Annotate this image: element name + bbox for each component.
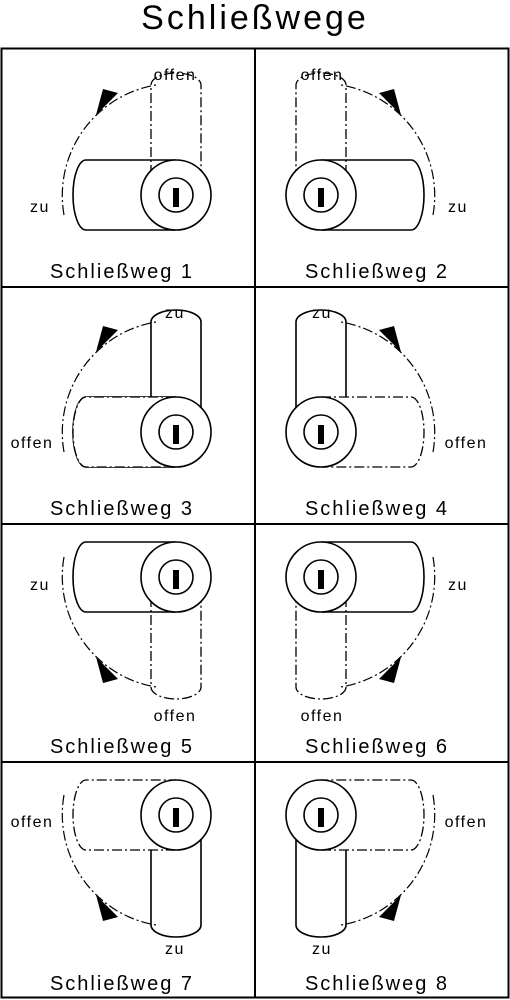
label-open: offen — [154, 67, 197, 84]
label-closed: zu — [30, 199, 50, 216]
panel-caption: Schließweg 5 — [50, 736, 194, 758]
label-open: offen — [11, 435, 54, 452]
panel-schliessweg-6: zu offen Schließweg 6 — [285, 541, 468, 758]
label-closed: zu — [312, 305, 332, 322]
panel-schliessweg-3: zu offen Schließweg 3 — [11, 305, 212, 520]
label-closed: zu — [30, 577, 50, 594]
label-open: offen — [445, 435, 488, 452]
label-closed: zu — [448, 577, 468, 594]
lock-cylinder — [140, 396, 212, 468]
label-closed: zu — [448, 199, 468, 216]
page-title: Schließwege — [141, 0, 369, 37]
lock-cylinder — [285, 779, 357, 851]
label-closed: zu — [312, 941, 332, 958]
lock-cylinder — [140, 779, 212, 851]
panel-schliessweg-2: offen zu Schließweg 2 — [285, 67, 468, 283]
lock-cylinder — [285, 541, 357, 613]
label-open: offen — [11, 814, 54, 831]
lock-cylinder — [285, 159, 357, 231]
label-open: offen — [301, 708, 344, 725]
lock-cylinder — [285, 396, 357, 468]
lock-cylinder — [140, 159, 212, 231]
panel-caption: Schließweg 2 — [305, 261, 449, 283]
panel-schliessweg-4: zu offen Schließweg 4 — [285, 305, 488, 520]
panel-schliessweg-5: zu offen Schließweg 5 — [30, 541, 212, 758]
panel-caption: Schließweg 7 — [50, 973, 194, 995]
label-closed: zu — [165, 305, 185, 322]
lock-cylinder — [140, 541, 212, 613]
label-open: offen — [154, 708, 197, 725]
panel-caption: Schließweg 8 — [305, 973, 449, 995]
panel-caption: Schließweg 4 — [305, 498, 449, 520]
label-open: offen — [445, 814, 488, 831]
panel-schliessweg-8: offen zu Schließweg 8 — [285, 779, 488, 995]
panel-schliessweg-1: offen zu Schließweg 1 — [30, 67, 212, 283]
label-open: offen — [301, 67, 344, 84]
panel-schliessweg-7: offen zu Schließweg 7 — [11, 779, 212, 995]
panel-caption: Schließweg 3 — [50, 498, 194, 520]
panel-caption: Schließweg 6 — [305, 736, 449, 758]
label-closed: zu — [165, 941, 185, 958]
panel-caption: Schließweg 1 — [50, 261, 194, 283]
